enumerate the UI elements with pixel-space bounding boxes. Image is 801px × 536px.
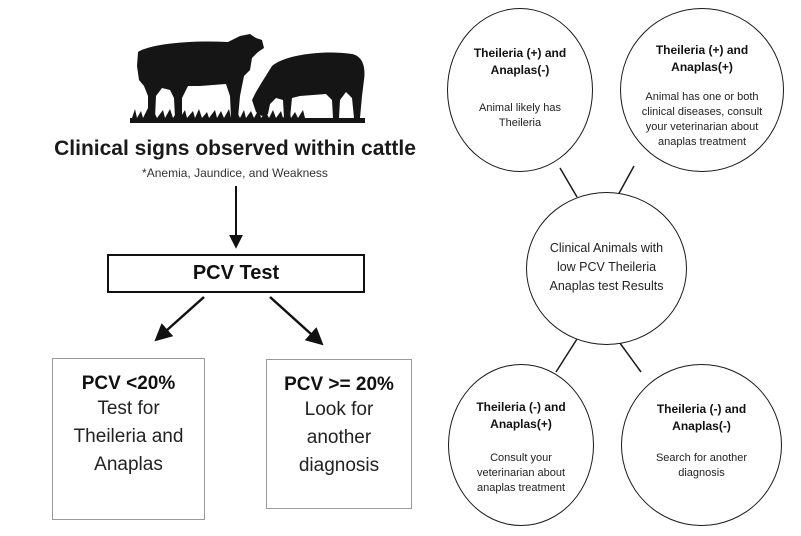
circle-heading-line-2: Anaplas(+) (671, 60, 733, 74)
center-circle-test-results: Clinical Animals with low PCV Theileria … (526, 192, 687, 345)
circle-heading-line-2: Anaplas(+) (490, 417, 552, 431)
pcv-low-line-2: Theileria and (73, 426, 184, 447)
pcv-high-line-3: diagnosis (298, 455, 380, 476)
page-title: Clinical signs observed within cattle (54, 137, 416, 160)
circle-heading-line-1: Theileria (-) and (656, 402, 747, 416)
circle-body-line-2: clinical diseases, consult (641, 106, 763, 118)
center-line-2: low PCV Theileria (556, 260, 657, 274)
pcv-low-heading: PCV <20% (81, 373, 176, 394)
circle-body-line-2: veterinarian about (476, 467, 566, 479)
connector-center-bottom-right (616, 338, 642, 373)
circle-body-line-2: Theileria (498, 117, 542, 129)
connector-center-bottom-left (555, 338, 578, 373)
pcv-high-heading: PCV >= 20% (284, 374, 394, 395)
result-circle-theileria-pos-anaplas-pos: Theileria (+) and Anaplas(+) Animal has … (620, 8, 784, 172)
result-circle-theileria-pos-anaplas-neg: Theileria (+) and Anaplas(-) Animal like… (447, 8, 593, 172)
circle-body-line-2: diagnosis (678, 467, 725, 479)
circle-body-line-1: Animal has one or both (645, 91, 759, 103)
circle-heading-line-1: Theileria (+) and (473, 46, 567, 60)
circle-body-line-4: anaplas treatment (657, 136, 747, 148)
pcv-high-box: PCV >= 20% Look for another diagnosis (266, 359, 412, 509)
circle-body-line-1: Animal likely has (479, 102, 561, 114)
circle-heading-line-2: Anaplas(-) (672, 419, 731, 433)
pcv-low-line-3: Anaplas (94, 454, 163, 475)
pcv-test-box: PCV Test (107, 254, 365, 293)
arrow-test-to-low (154, 296, 205, 342)
pcv-low-box: PCV <20% Test for Theileria and Anaplas (52, 358, 205, 520)
circle-body-line-3: your veterinarian about (645, 121, 759, 133)
arrow-test-to-high (269, 296, 324, 346)
symptom-note: *Anemia, Jaundice, and Weakness (142, 166, 328, 180)
result-circle-theileria-neg-anaplas-neg: Theileria (-) and Anaplas(-) Search for … (621, 364, 782, 526)
connector-center-top-left (559, 167, 578, 198)
center-line-3: Anaplas test Results (549, 279, 664, 293)
circle-body-line-3: anaplas treatment (476, 482, 566, 494)
circle-heading-line-1: Theileria (+) and (655, 43, 749, 57)
pcv-low-line-1: Test for (97, 398, 160, 419)
center-line-1: Clinical Animals with (549, 241, 664, 255)
result-circle-theileria-neg-anaplas-pos: Theileria (-) and Anaplas(+) Consult you… (448, 364, 594, 526)
pcv-high-line-2: another (306, 427, 372, 448)
pcv-high-line-1: Look for (304, 399, 374, 420)
circle-heading-line-1: Theileria (-) and (476, 400, 566, 414)
cattle-silhouette-icon (130, 34, 365, 123)
circle-body-line-1: Search for another (655, 452, 748, 464)
circle-heading-line-2: Anaplas(-) (490, 63, 550, 77)
circle-body-line-1: Consult your (490, 452, 552, 464)
connector-center-top-right (616, 165, 635, 198)
pcv-test-label: PCV Test (192, 262, 280, 284)
